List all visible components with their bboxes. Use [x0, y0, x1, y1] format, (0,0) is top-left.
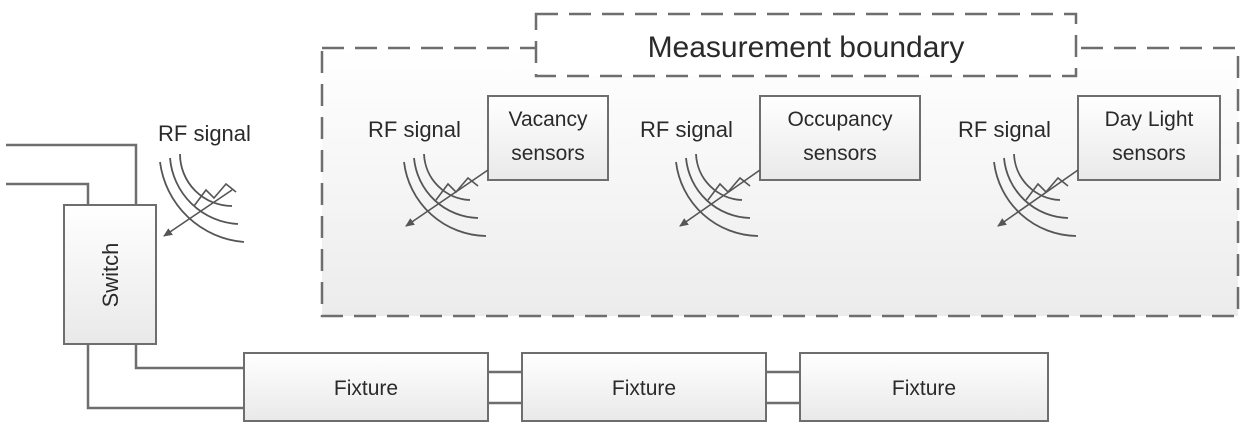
- daylight-sensor-box: [1077, 95, 1221, 181]
- rf-signal-icon: [159, 153, 245, 243]
- occupancy-sensor-box: [759, 95, 921, 181]
- switch-to-fixture-wire-lower: [86, 344, 244, 410]
- sensor-label-line2: sensors: [511, 142, 585, 165]
- rf-signal-label: RF signal: [958, 117, 1051, 142]
- fixture-box: [243, 352, 489, 422]
- vacancy-sensor-group: RF signal Vacancy sensors: [368, 95, 609, 237]
- fixture-3: Fixture: [799, 352, 1049, 422]
- fixture-box: [521, 352, 767, 422]
- switch: Switch: [63, 204, 157, 345]
- daylight-sensor-group: RF signal Day Light sensors: [958, 95, 1221, 237]
- fixture-label: Fixture: [612, 377, 676, 400]
- switch-rf-signal: RF signal: [158, 121, 251, 243]
- wiring: [6, 143, 800, 410]
- rf-signal-icon: [675, 153, 761, 237]
- rf-signal-label: RF signal: [158, 121, 251, 146]
- switch-label: Switch: [98, 243, 123, 308]
- measurement-boundary-box: [320, 46, 1240, 318]
- occupancy-sensor-group: RF signal Occupancy sensors: [640, 95, 921, 237]
- measurement-boundary-title: Measurement boundary: [648, 31, 965, 64]
- sensor-label-line1: Day Light: [1105, 108, 1194, 131]
- supply-wire-lower: [6, 182, 90, 205]
- sensor-label-line1: Vacancy: [509, 108, 588, 131]
- switch-box: [63, 204, 157, 345]
- rf-signal-icon: [403, 153, 489, 237]
- rf-signal-icon: [993, 153, 1079, 237]
- fixture-label: Fixture: [892, 377, 956, 400]
- fixture-1: Fixture: [243, 352, 489, 422]
- supply-wire-upper: [6, 143, 138, 205]
- fixture-box: [799, 352, 1049, 422]
- measurement-boundary-title-box: [534, 12, 1078, 78]
- rf-signal-label: RF signal: [640, 117, 733, 142]
- sensor-label-line2: sensors: [803, 142, 877, 165]
- switch-to-fixture-wire-upper: [134, 344, 244, 370]
- measurement-boundary: Measurement boundary: [320, 12, 1240, 318]
- rf-signal-label: RF signal: [368, 117, 461, 142]
- vacancy-sensor-box: [487, 95, 609, 181]
- fixture-2: Fixture: [521, 352, 767, 422]
- fixture-label: Fixture: [334, 377, 398, 400]
- sensor-label-line2: sensors: [1112, 142, 1186, 165]
- sensor-label-line1: Occupancy: [787, 108, 893, 131]
